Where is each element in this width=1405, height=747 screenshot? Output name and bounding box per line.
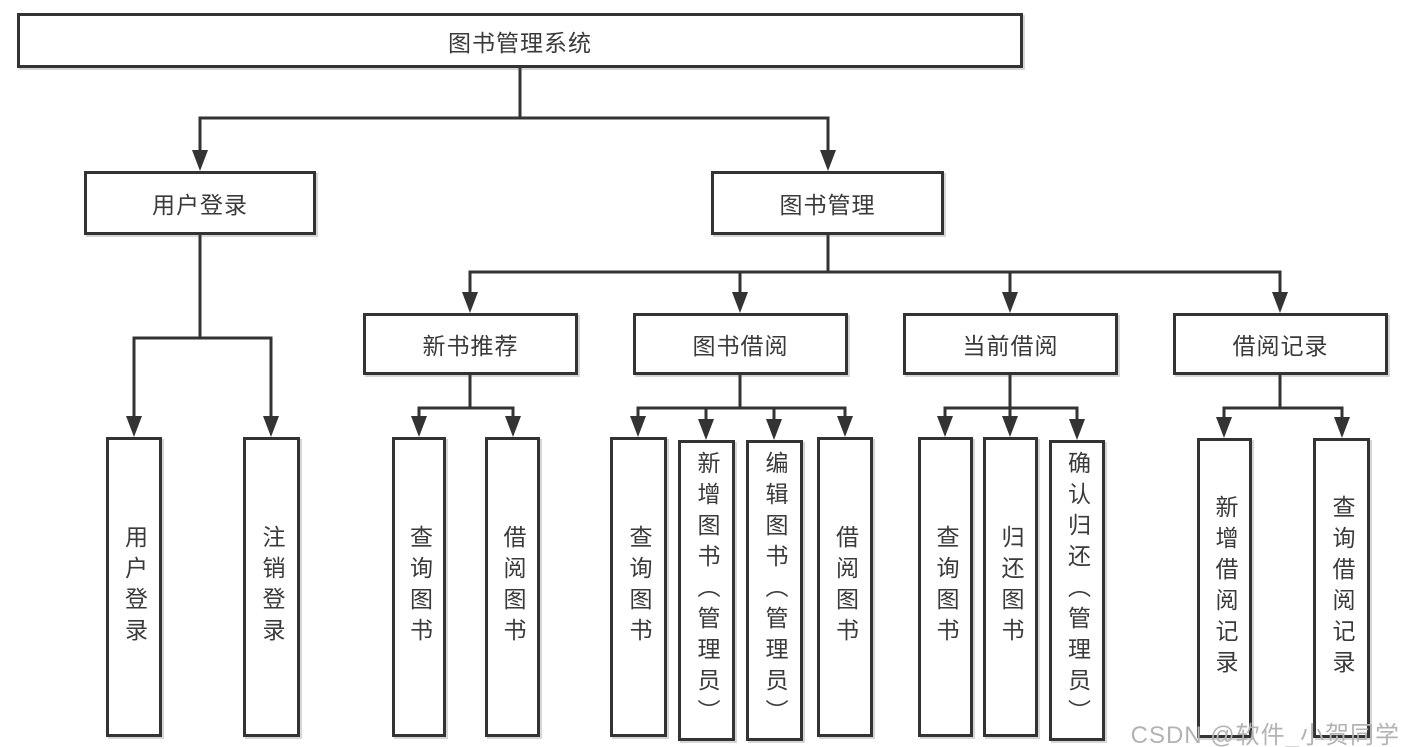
node-label: 新增图书（管理员） <box>694 451 720 730</box>
node-borrow-records: 借阅记录 <box>1173 313 1388 375</box>
arrowhead <box>732 292 748 313</box>
node-book-management: 图书管理 <box>711 171 944 235</box>
csdn-watermark: CSDN @软件_小贺同学 <box>1130 722 1400 747</box>
connector-new-book-recommend-children <box>411 375 521 437</box>
arrowhead <box>1069 419 1085 440</box>
arrowhead <box>411 416 427 437</box>
node-label: 归还图书 <box>998 525 1024 649</box>
node-root: 图书管理系统 <box>17 13 1023 68</box>
arrowhead <box>1002 416 1018 437</box>
node-user-login: 用户登录 <box>84 171 316 235</box>
node-label: 查询图书 <box>933 525 959 649</box>
leaf-add-borrow-record: 新增借阅记录 <box>1197 438 1252 738</box>
arrowhead <box>192 150 208 171</box>
arrowhead <box>1216 417 1232 438</box>
connector-book-borrow-children <box>630 375 853 440</box>
arrowhead <box>630 416 646 437</box>
node-label: 注销登录 <box>259 525 285 649</box>
node-label: 用户登录 <box>152 192 248 218</box>
node-label: 借阅记录 <box>1232 333 1329 359</box>
node-label: 用户登录 <box>121 525 148 649</box>
leaf-return-books: 归还图书 <box>983 437 1038 737</box>
arrowhead <box>263 416 279 437</box>
leaf-query-books-current: 查询图书 <box>918 437 973 737</box>
node-book-borrow: 图书借阅 <box>633 313 848 375</box>
connector-current-borrow-children <box>937 375 1085 440</box>
node-label: 查询图书 <box>626 525 652 649</box>
arrowhead <box>462 292 478 313</box>
arrowhead <box>1272 292 1288 313</box>
arrowhead <box>766 419 782 440</box>
connector-root-to-level2 <box>192 68 836 171</box>
leaf-query-books-borrow: 查询图书 <box>610 437 667 737</box>
leaf-user-login: 用户登录 <box>106 437 162 737</box>
node-label: 查询借阅记录 <box>1329 495 1355 681</box>
node-new-book-recommend: 新书推荐 <box>363 313 578 375</box>
arrowhead <box>937 416 953 437</box>
leaf-add-book-admin: 新增图书（管理员） <box>678 440 735 741</box>
leaf-edit-book-admin: 编辑图书（管理员） <box>746 440 803 741</box>
node-label: 新书推荐 <box>422 333 519 359</box>
leaf-query-borrow-record: 查询借阅记录 <box>1313 438 1370 738</box>
node-label: 图书管理 <box>779 192 876 218</box>
node-label: 借阅图书 <box>832 525 859 649</box>
arrowhead <box>698 419 714 440</box>
node-label: 新增借阅记录 <box>1212 495 1238 681</box>
connector-book-management-to-level3 <box>462 235 1288 313</box>
leaf-confirm-return-admin: 确认归还（管理员） <box>1049 440 1105 741</box>
leaf-query-books-recommend: 查询图书 <box>392 437 446 737</box>
arrowhead <box>820 150 836 171</box>
node-label: 当前借阅 <box>962 333 1059 359</box>
arrowhead <box>126 416 142 437</box>
node-label: 查询图书 <box>406 525 433 649</box>
arrowhead <box>1002 292 1018 313</box>
node-current-borrow: 当前借阅 <box>903 313 1118 375</box>
node-label: 编辑图书（管理员） <box>762 451 788 730</box>
node-label: 图书借阅 <box>692 333 789 359</box>
leaf-borrow-books: 借阅图书 <box>817 437 873 737</box>
leaf-logout: 注销登录 <box>243 437 300 737</box>
node-label: 借阅图书 <box>500 525 526 649</box>
node-label: 图书管理系统 <box>448 29 592 56</box>
connector-borrow-records-children <box>1216 375 1350 438</box>
node-label: 确认归还（管理员） <box>1064 451 1091 730</box>
arrowhead <box>505 416 521 437</box>
leaf-borrow-books-recommend: 借阅图书 <box>485 437 540 737</box>
arrowhead <box>1334 417 1350 438</box>
arrowhead <box>837 416 853 437</box>
connector-user-login-children <box>126 235 279 437</box>
